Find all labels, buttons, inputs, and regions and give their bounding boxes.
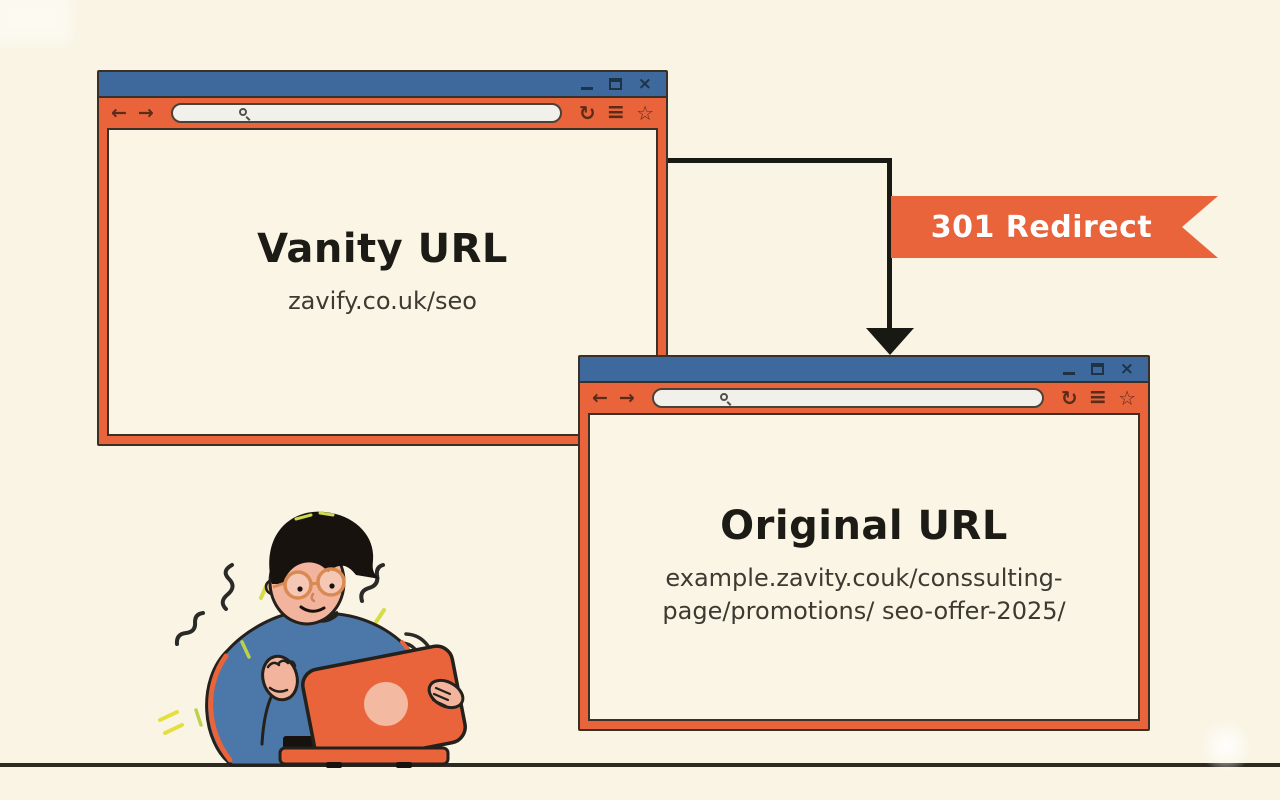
redirect-arrow-vertical [887,158,892,330]
menu-icon[interactable]: ≡ [1088,385,1108,410]
window-titlebar: × [580,357,1148,383]
original-browser-window: × ← → ↻ ≡ ☆ Original URL example.zavity.… [578,355,1150,731]
glasses-temple [272,581,286,589]
close-icon[interactable]: × [1119,358,1134,379]
original-url-text: example.zavity.couk/conssulting- page/pr… [662,562,1065,628]
refresh-icon[interactable]: ↻ [578,101,596,125]
person-illustration [140,482,500,772]
desk-line [0,763,1280,767]
original-url-heading: Original URL [720,503,1008,549]
person-fist [261,654,299,702]
laptop-base [278,746,450,766]
forward-icon[interactable]: → [137,101,154,124]
vanity-browser-window: × ← → ↻ ≡ ☆ Vanity URL zavify.co.uk/seo [97,70,668,446]
yellow-dash-right [374,608,386,624]
minimize-icon[interactable] [580,86,593,90]
search-input[interactable] [170,103,562,123]
close-icon[interactable]: × [637,73,652,94]
forward-icon[interactable]: → [618,386,635,409]
right-eye [329,583,335,589]
bookmark-star-icon[interactable]: ☆ [636,101,654,125]
window-content: Original URL example.zavity.couk/conssul… [588,413,1140,721]
person-hair [269,511,380,584]
laptop-foot-2 [396,762,412,768]
glasses-right-lens [316,567,346,597]
redirect-arrowhead [866,328,914,355]
search-icon [238,108,247,116]
window-toolbar: ← → ↻ ≡ ☆ [580,383,1148,413]
vanity-url-heading: Vanity URL [257,226,508,272]
hair-green-dash-1 [294,513,313,521]
search-icon [719,393,728,401]
back-icon[interactable]: ← [111,101,127,124]
sweater-green-dash-2 [194,708,203,727]
window-toolbar: ← → ↻ ≡ ☆ [99,98,666,128]
minimize-icon[interactable] [1062,371,1075,375]
vanity-url-text: zavify.co.uk/seo [288,287,477,315]
smile [299,605,326,613]
back-icon[interactable]: ← [592,386,608,409]
original-url-line1: example.zavity.couk/conssulting- [665,564,1063,592]
refresh-icon[interactable]: ↻ [1060,386,1078,410]
laptop-logo [364,682,408,726]
ribbon-label: 301 Redirect [930,209,1153,245]
left-eye [297,586,303,592]
redirect-ribbon: 301 Redirect [891,196,1218,258]
glasses-bridge [309,581,320,586]
window-content: Vanity URL zavify.co.uk/seo [107,128,658,436]
glasses-left-lens [283,570,313,600]
light-glare [0,0,72,44]
sweater-orange-edge-left [208,653,233,763]
menu-icon[interactable]: ≡ [606,100,626,125]
squiggle-far-left [174,611,205,646]
window-titlebar: × [99,72,666,98]
yellow-dash-bottom-1 [158,710,179,722]
original-url-line2: page/promotions/ seo-offer-2025/ [662,597,1066,625]
hair-green-dash-2 [318,511,335,517]
search-input[interactable] [651,388,1044,408]
maximize-icon[interactable] [1090,363,1104,375]
squiggle-right-of-head [359,563,385,603]
squiggle-left-of-head [220,563,235,611]
bookmark-star-icon[interactable]: ☆ [1118,386,1136,410]
person-hand-on-lid [427,678,465,710]
maximize-icon[interactable] [608,78,622,90]
laptop-foot-1 [326,762,342,768]
person-illustration-svg [158,511,467,768]
yellow-dash-bottom-2 [163,723,184,735]
eyebrow [323,561,343,568]
redirect-arrow-horizontal [666,158,892,163]
nose [310,592,316,603]
sweater-green-dash-1 [240,640,251,659]
